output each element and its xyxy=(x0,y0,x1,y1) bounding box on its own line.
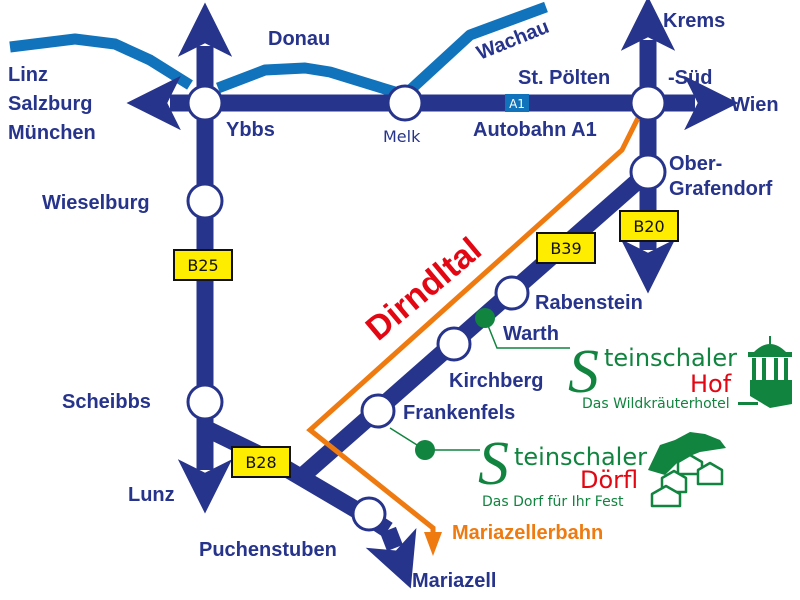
label-ybbs: Ybbs xyxy=(226,119,275,141)
railway-mariazellerbahn xyxy=(306,116,641,556)
label-st-poelten: St. Pölten xyxy=(518,67,610,89)
junction-st-poelten-sued[interactable] xyxy=(629,84,667,122)
label-muenchen: München xyxy=(8,122,96,144)
marker-steinschaler-doerfl[interactable] xyxy=(415,440,435,460)
village-icon xyxy=(648,432,726,508)
label-frankenfels: Frankenfels xyxy=(403,402,515,424)
logo-doerfl-initial: S xyxy=(478,430,509,498)
junction-rabenstein[interactable] xyxy=(494,275,530,311)
label-autobahn-a1: Autobahn A1 xyxy=(473,119,597,141)
shield-b39: B39 xyxy=(536,232,596,264)
svg-text:B39: B39 xyxy=(550,239,581,258)
junction-ober-grafendorf[interactable] xyxy=(629,153,667,191)
label-ober: Ober- xyxy=(669,153,722,175)
marker-steinschaler-hof[interactable] xyxy=(475,308,495,328)
logo-hof-accent: Hof xyxy=(690,370,732,398)
label-donau: Donau xyxy=(268,28,330,50)
label-salzburg: Salzburg xyxy=(8,93,92,115)
junctions xyxy=(186,84,667,532)
logo-doerfl-word: teinschaler xyxy=(514,443,647,471)
label-lunz: Lunz xyxy=(128,484,175,506)
label-linz: Linz xyxy=(8,64,48,86)
logo-doerfl-accent: Dörfl xyxy=(580,466,638,494)
label-sued: -Süd xyxy=(668,67,712,89)
label-puchenstuben: Puchenstuben xyxy=(199,539,337,561)
label-wieselburg: Wieselburg xyxy=(42,192,150,214)
junction-frankenfels[interactable] xyxy=(360,393,396,429)
svg-text:B28: B28 xyxy=(245,453,276,472)
svg-text:B25: B25 xyxy=(187,256,218,275)
logo-hof-subtitle: Das Wildkräuterhotel xyxy=(582,396,730,412)
label-mariazell: Mariazell xyxy=(412,570,496,592)
hotel-markers xyxy=(389,308,570,460)
river-donau xyxy=(9,1,548,98)
logo-hof-word: teinschaler xyxy=(604,344,737,372)
junction-scheibbs[interactable] xyxy=(186,383,224,421)
shield-a1: A1 xyxy=(505,94,529,112)
label-mariazellerbahn: Mariazellerbahn xyxy=(452,522,603,544)
logo-hof-initial: S xyxy=(568,338,599,406)
logo-steinschaler-hof[interactable]: S teinschaler Hof Das Wildkräuterhotel xyxy=(568,336,792,412)
pavilion-icon xyxy=(738,336,792,408)
junction-wieselburg[interactable] xyxy=(186,182,224,220)
shield-b28: B28 xyxy=(231,446,291,478)
svg-text:B20: B20 xyxy=(633,217,664,236)
shield-b25: B25 xyxy=(173,249,233,281)
logo-steinschaler-doerfl[interactable]: S teinschaler Dörfl Das Dorf für Ihr Fes… xyxy=(478,430,726,510)
label-scheibbs: Scheibbs xyxy=(62,391,151,413)
junction-ybbs[interactable] xyxy=(186,84,224,122)
junction-puchenstuben[interactable] xyxy=(351,496,387,532)
label-krems: Krems xyxy=(663,10,725,32)
label-warth: Warth xyxy=(503,323,559,345)
shield-b20: B20 xyxy=(619,210,679,242)
label-grafendorf: Grafendorf xyxy=(669,178,773,200)
junction-kirchberg[interactable] xyxy=(436,326,472,362)
label-wien: Wien xyxy=(731,94,779,116)
svg-text:A1: A1 xyxy=(509,97,525,111)
junction-melk[interactable] xyxy=(386,84,424,122)
label-rabenstein: Rabenstein xyxy=(535,292,643,314)
label-kirchberg: Kirchberg xyxy=(449,370,543,392)
label-melk: Melk xyxy=(383,127,421,146)
logo-doerfl-subtitle: Das Dorf für Ihr Fest xyxy=(482,494,624,510)
